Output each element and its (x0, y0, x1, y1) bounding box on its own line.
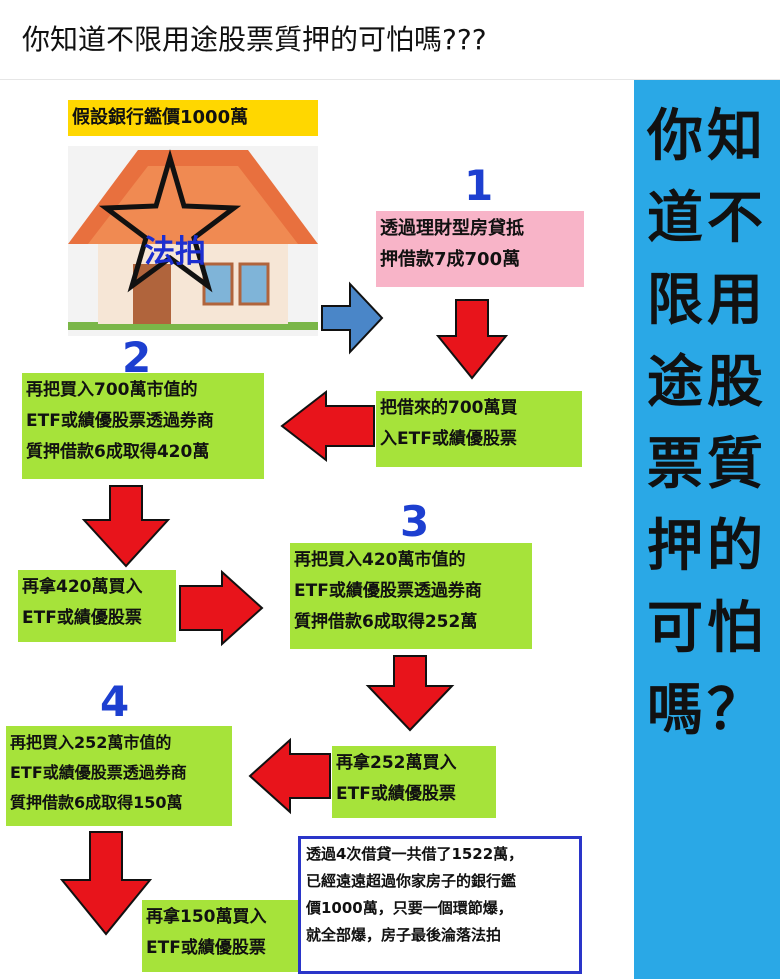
pledge-420-line-3: 質押借款6成取得420萬 (26, 442, 210, 462)
buy-252-box: 再拿252萬買入 ETF或績優股票 (332, 746, 496, 818)
buy-150-line-2: ETF或績優股票 (146, 938, 266, 958)
foreclosure-label: 法拍 (144, 234, 206, 270)
sidebar-panel: 你知道不限用途股票質押的可怕嗎？ (634, 80, 780, 979)
step-number-1: 1 (464, 161, 494, 210)
pledge-252-box: 再把買入420萬市值的 ETF或績優股票透過券商 質押借款6成取得252萬 (290, 543, 532, 649)
summary-line-3: 價1000萬，只要一個環節爆， (306, 899, 513, 917)
pledge-252-line-2: ETF或績優股票透過券商 (294, 581, 482, 601)
arrow-pledge252-down (365, 655, 455, 732)
arrow-pledge150-down (59, 831, 153, 936)
buy-252-line-1: 再拿252萬買入 (336, 753, 457, 773)
buy-150-box: 再拿150萬買入 ETF或績優股票 (142, 900, 298, 972)
pledge-150-box: 再把買入252萬市值的 ETF或績優股票透過券商 質押借款6成取得150萬 (6, 726, 232, 826)
pledge-150-line-1: 再把買入252萬市值的 (10, 733, 172, 752)
star-outline (98, 149, 242, 293)
buy-700-box: 把借來的700萬買 入ETF或績優股票 (376, 391, 582, 467)
post-title: 你知道不限用途股票質押的可怕嗎??? (22, 23, 487, 56)
arrow-house-to-mortgage (321, 281, 384, 355)
house-illustration (68, 146, 318, 336)
buy-420-box: 再拿420萬買入 ETF或績優股票 (18, 570, 176, 642)
arrow-mortgage-down (435, 299, 509, 380)
buy-700-line-1: 把借來的700萬買 (380, 398, 518, 418)
arrow-buy420-right (179, 569, 264, 647)
pledge-150-line-2: ETF或績優股票透過券商 (10, 763, 187, 782)
buy-252-line-2: ETF或績優股票 (336, 784, 456, 804)
summary-line-4: 就全部爆，房子最後淪落法拍 (306, 926, 502, 944)
step-number-2: 2 (122, 333, 152, 382)
summary-line-2: 已經遠遠超過你家房子的銀行鑑 (306, 872, 517, 890)
buy-420-line-2: ETF或績優股票 (22, 608, 142, 628)
summary-line-1: 透過4次借貸一共借了1522萬， (306, 845, 524, 863)
summary-box: 透過4次借貸一共借了1522萬， 已經遠遠超過你家房子的銀行鑑 價1000萬，只… (298, 836, 582, 974)
mortgage-line-2: 押借款7成700萬 (380, 249, 521, 270)
pledge-252-line-1: 再把買入420萬市值的 (294, 550, 466, 570)
window-right (238, 262, 270, 306)
grass (68, 322, 318, 330)
pledge-252-line-3: 質押借款6成取得252萬 (294, 612, 478, 632)
step-number-3: 3 (400, 497, 430, 546)
title-divider (0, 79, 780, 80)
buy-700-line-2: 入ETF或績優股票 (380, 429, 517, 449)
arrow-pledge420-down (81, 485, 171, 568)
pledge-150-line-3: 質押借款6成取得150萬 (10, 793, 183, 812)
arrow-buy252-left (248, 737, 331, 815)
pledge-420-line-2: ETF或績優股票透過券商 (26, 411, 214, 431)
pledge-420-line-1: 再把買入700萬市值的 (26, 380, 198, 400)
step-number-4: 4 (100, 677, 130, 726)
mortgage-line-1: 透過理財型房貸抵 (380, 218, 524, 239)
mortgage-box: 透過理財型房貸抵 押借款7成700萬 (376, 211, 584, 287)
buy-420-line-1: 再拿420萬買入 (22, 577, 143, 597)
pledge-420-box: 再把買入700萬市值的 ETF或績優股票透過券商 質押借款6成取得420萬 (22, 373, 264, 479)
appraisal-label: 假設銀行鑑價1000萬 (68, 100, 318, 136)
arrow-buy700-left (280, 389, 375, 463)
buy-150-line-1: 再拿150萬買入 (146, 907, 267, 927)
sidebar-vertical-title: 你知道不限用途股票質押的可怕嗎？ (647, 104, 767, 743)
